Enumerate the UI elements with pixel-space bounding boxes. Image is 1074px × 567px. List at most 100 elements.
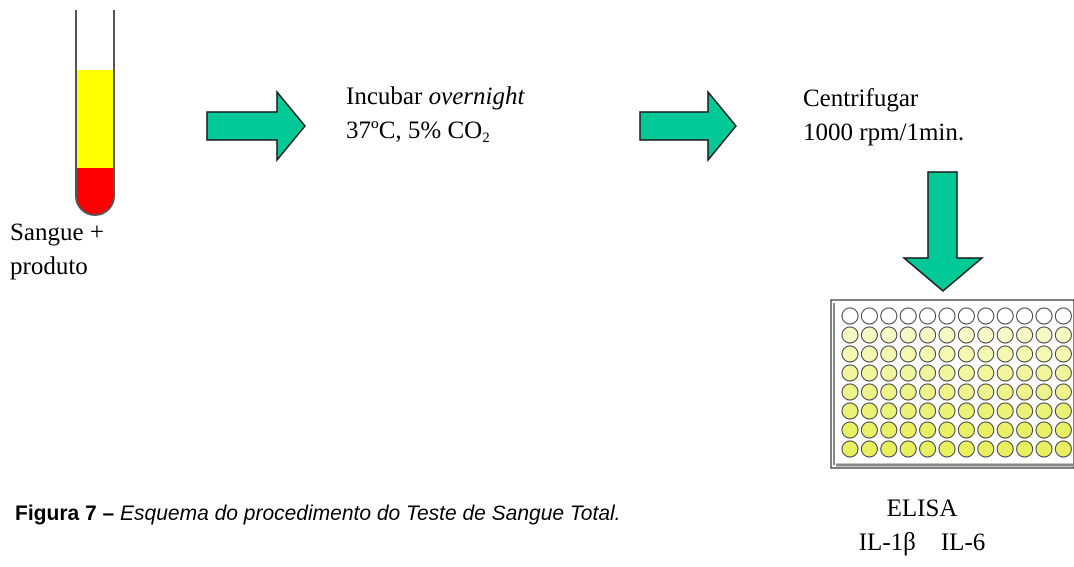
- plate-well: [919, 421, 937, 439]
- plate-well: [1016, 421, 1034, 439]
- plate-well: [1016, 364, 1034, 382]
- plate-well: [860, 440, 878, 458]
- centrifuge-step-label: Centrifugar 1000 rpm/1min.: [803, 85, 965, 146]
- plate-well: [880, 345, 898, 363]
- plate-well: [977, 421, 995, 439]
- plate-well: [1035, 440, 1053, 458]
- plate-well: [996, 383, 1014, 401]
- plate-well: [860, 326, 878, 344]
- plate-well: [957, 383, 975, 401]
- plate-well: [938, 402, 956, 420]
- tube-outline: [75, 10, 115, 216]
- plate-well: [860, 345, 878, 363]
- plate-well: [957, 345, 975, 363]
- blood-layer: [76, 168, 114, 215]
- plate-well: [841, 402, 859, 420]
- plate-well: [938, 383, 956, 401]
- plate-well: [996, 440, 1014, 458]
- plate-well: [1054, 307, 1072, 325]
- plate-well: [919, 383, 937, 401]
- elisa-label: ELISA IL-1β IL-6: [858, 495, 986, 556]
- plate-well: [1035, 364, 1053, 382]
- plate-well: [957, 440, 975, 458]
- plate-well: [1016, 345, 1034, 363]
- plate-well: [919, 364, 937, 382]
- plate-well: [977, 307, 995, 325]
- plate-well: [996, 402, 1014, 420]
- plate-well: [1035, 383, 1053, 401]
- plate-well: [841, 326, 859, 344]
- plate-well: [899, 307, 917, 325]
- incubation-step-label: Incubar overnight 37ºC, 5% CO2: [346, 83, 525, 146]
- plate-well: [899, 383, 917, 401]
- plate-well: [1035, 402, 1053, 420]
- plate-well: [1035, 421, 1053, 439]
- plate-well: [841, 440, 859, 458]
- plate-well: [1054, 421, 1072, 439]
- plate-well: [880, 421, 898, 439]
- plate-well: [977, 326, 995, 344]
- plate-well: [860, 402, 878, 420]
- plate-well: [1054, 326, 1072, 344]
- plate-well: [880, 364, 898, 382]
- plate-well: [957, 307, 975, 325]
- plate-well: [880, 307, 898, 325]
- plate-well: [1016, 326, 1034, 344]
- plate-well: [1016, 402, 1034, 420]
- plate-well: [996, 307, 1014, 325]
- plate-well: [938, 440, 956, 458]
- plate-well: [1035, 345, 1053, 363]
- plate-well: [1054, 345, 1072, 363]
- plate-well: [899, 364, 917, 382]
- plate-well: [841, 345, 859, 363]
- plate-well: [1035, 307, 1053, 325]
- tube-label: Sangue + produto: [10, 219, 104, 280]
- plate-well: [977, 440, 995, 458]
- plate-well: [899, 440, 917, 458]
- plate-well: [841, 383, 859, 401]
- plate-well: [919, 345, 937, 363]
- microplate-icon: [830, 299, 1074, 469]
- plate-well: [938, 364, 956, 382]
- plate-well: [938, 326, 956, 344]
- plate-well: [919, 402, 937, 420]
- plate-well: [938, 345, 956, 363]
- plate-well: [996, 326, 1014, 344]
- plate-well: [1054, 364, 1072, 382]
- plate-well: [1016, 383, 1034, 401]
- plate-well: [977, 345, 995, 363]
- plate-well: [1016, 307, 1034, 325]
- plate-well: [919, 440, 937, 458]
- plate-well: [938, 307, 956, 325]
- plate-well: [1016, 440, 1034, 458]
- plate-well: [938, 421, 956, 439]
- plate-well: [841, 421, 859, 439]
- plate-well: [860, 307, 878, 325]
- plate-well: [977, 383, 995, 401]
- plate-well: [880, 402, 898, 420]
- plate-well: [1054, 440, 1072, 458]
- plate-well: [899, 402, 917, 420]
- arrow-right-icon: [639, 89, 737, 163]
- plate-well: [880, 440, 898, 458]
- plate-well: [957, 402, 975, 420]
- plate-well: [957, 421, 975, 439]
- plate-well: [977, 364, 995, 382]
- plate-well: [996, 364, 1014, 382]
- plasma-layer: [76, 70, 114, 168]
- plate-well: [1054, 383, 1072, 401]
- plate-well: [977, 402, 995, 420]
- plate-well: [919, 326, 937, 344]
- plate-well: [1054, 402, 1072, 420]
- plate-well: [841, 364, 859, 382]
- plate-well: [899, 421, 917, 439]
- plate-well: [957, 326, 975, 344]
- figure-caption: Figura 7 – Esquema do procedimento do Te…: [15, 502, 621, 525]
- plate-well: [996, 421, 1014, 439]
- plate-well: [899, 326, 917, 344]
- plate-well: [899, 345, 917, 363]
- plate-well: [880, 326, 898, 344]
- test-tube-icon: [75, 10, 115, 216]
- plate-well: [957, 364, 975, 382]
